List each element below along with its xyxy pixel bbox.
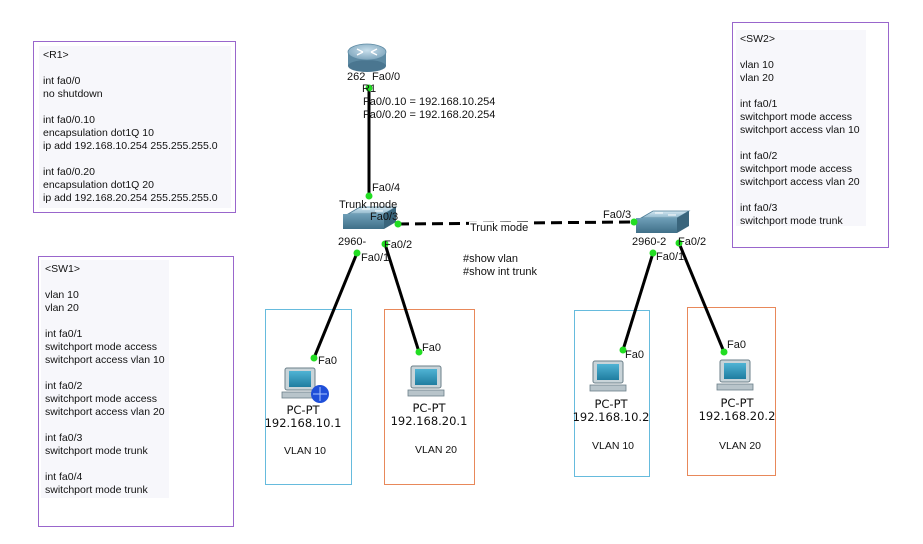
r1-config-text: <R1> int fa0/0 no shutdown int fa0/0.10 … [39,46,231,208]
router-model-label: 262 [347,71,366,83]
vlan20-area-left [384,309,475,485]
subif-20-label: Fa0/0.20 = 192.168.20.254 [363,109,496,121]
sw2-config-note: <SW2> vlan 10 vlan 20 int fa0/1 switchpo… [732,22,889,248]
router-icon[interactable] [347,43,387,72]
vlan20-area-right [687,307,776,476]
link-sw2-pc3 [621,252,655,351]
pc2-type-label: PC-PT [412,401,446,415]
pc3-port-label: Fa0 [625,349,644,361]
vlan10-area-right [574,310,650,477]
sw1-fa04-label: Fa0/4 [372,182,401,194]
sw1-model-label: 2960- [338,236,367,248]
pc4-ip-label: 192.168.20.2 [698,409,776,423]
show-commands-note: #show vlan #show int trunk [463,253,537,278]
pc2-ip-label: 192.168.20.1 [390,414,468,428]
sw1-config-note: <SW1> vlan 10 vlan 20 int fa0/1 switchpo… [38,256,234,527]
sw1-fa03-label: Fa0/3 [370,211,399,223]
subif-10-label: Fa0/0.10 = 192.168.10.254 [363,96,496,108]
sw1-config-text: <SW1> vlan 10 vlan 20 int fa0/1 switchpo… [41,260,169,498]
link-sw2-pc4 [677,242,726,353]
link-sw1-pc2 [383,243,421,353]
pc3-type-label: PC-PT [594,397,628,411]
sw2-fa01-label: Fa0/1 [656,251,685,263]
pc3-ip-label: 192.168.10.2 [572,410,650,424]
trunk-link-label: Trunk mode [469,222,530,234]
router-name-label: R1 [362,83,377,95]
vlan10-area-left [265,309,352,485]
sw1-fa02-label: Fa0/2 [384,239,413,251]
sw1-fa01-label: Fa0/1 [361,252,390,264]
pc4-type-label: PC-PT [720,396,754,410]
switch-sw1-icon[interactable] [343,206,398,229]
pc4-vlan-label: VLAN 20 [719,440,762,452]
pc-3-icon[interactable] [589,360,627,392]
pc4-port-label: Fa0 [727,339,746,351]
switch-sw2-icon[interactable] [636,210,691,233]
pc3-vlan-label: VLAN 10 [592,440,635,452]
r1-config-note: <R1> int fa0/0 no shutdown int fa0/0.10 … [33,41,236,213]
pc1-vlan-label: VLAN 10 [284,445,327,457]
pc1-ip-label: 192.168.10.1 [264,416,342,430]
sw2-fa03-label: Fa0/3 [603,209,632,221]
port-status-lights [310,84,728,362]
link-sw1-pc1 [312,252,359,359]
sw2-model-label: 2960-2 [632,236,667,248]
pc-4-icon[interactable] [716,359,754,391]
pc2-vlan-label: VLAN 20 [415,444,458,456]
pc1-type-label: PC-PT [286,403,320,417]
sw2-config-text: <SW2> vlan 10 vlan 20 int fa0/1 switchpo… [736,30,866,227]
sw2-fa02-label: Fa0/2 [678,236,707,248]
pc-1-icon[interactable] [281,367,329,403]
link-sw1-sw2-trunk [397,220,635,226]
router-fa00-label: Fa0/0 [372,71,401,83]
pc2-port-label: Fa0 [422,342,441,354]
sw1-trunk-mode-label: Trunk mode [339,199,398,211]
pc-2-icon[interactable] [407,365,445,397]
pc1-port-label: Fa0 [318,355,337,367]
